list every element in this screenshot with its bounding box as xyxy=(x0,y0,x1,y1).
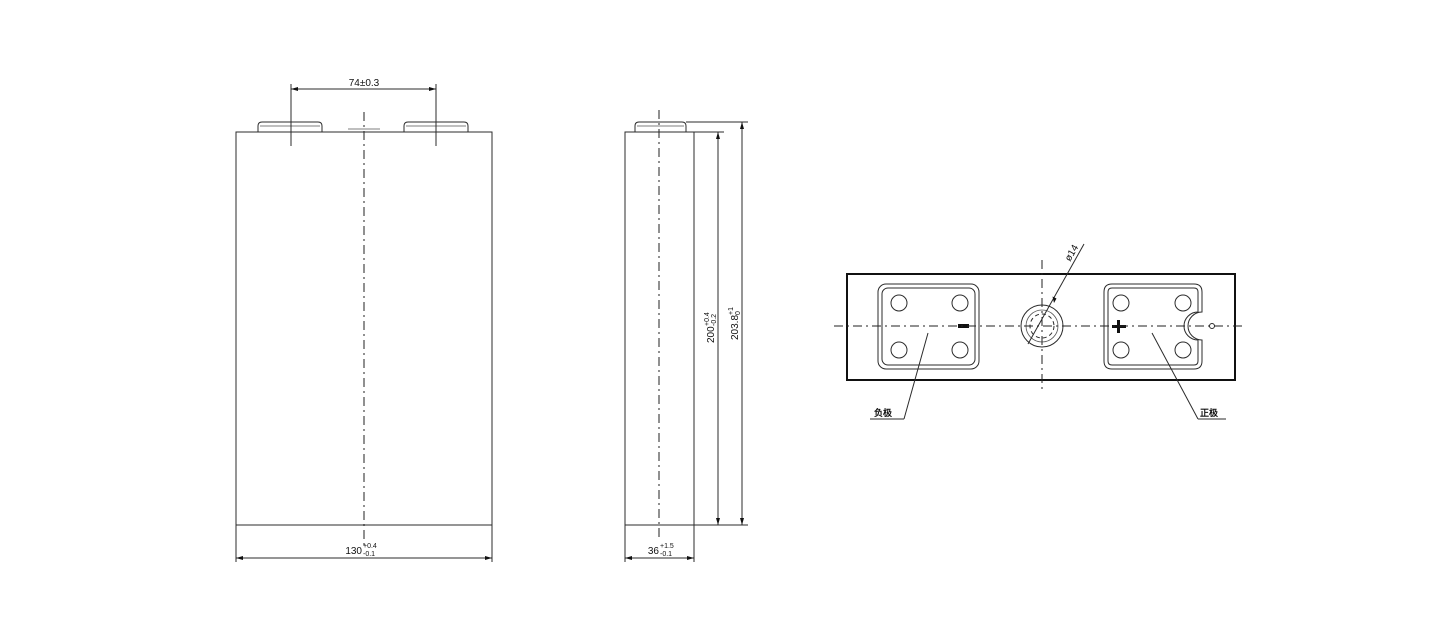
terminal-spacing-label: 74±0.3 xyxy=(349,78,380,89)
body-height-label: 200 xyxy=(706,326,717,343)
negative-label: 负极 xyxy=(874,407,893,419)
body-height-tol-upper: +0.4 xyxy=(704,312,711,326)
positive-callout: 正极 xyxy=(1151,332,1226,420)
side-terminal xyxy=(634,121,687,132)
dim-thickness: 36 +1.5 -0.1 xyxy=(624,525,695,562)
negative-callout: 负极 xyxy=(870,332,929,420)
width-label: 130 xyxy=(345,546,362,557)
vent-diameter-callout: ø14 xyxy=(1027,243,1085,345)
minus-symbol-icon xyxy=(958,324,969,328)
dim-total-height: 203.8 +1 0 xyxy=(686,121,748,526)
dim-width: 130 +0.4 -0.1 xyxy=(235,525,493,562)
body-height-tol-lower: -0.2 xyxy=(711,314,718,326)
positive-label: 正极 xyxy=(1200,407,1219,419)
width-tol-upper: +0.4 xyxy=(363,543,377,550)
front-view: 74±0.3 130 +0.4 -0.1 xyxy=(235,78,493,562)
total-height-tol-upper: +1 xyxy=(728,307,735,315)
thickness-label: 36 xyxy=(648,546,660,557)
top-outline xyxy=(846,273,1236,381)
side-view: 200 +0.4 -0.2 203.8 +1 0 36 +1.5 -0 xyxy=(624,110,748,562)
positive-hole xyxy=(1209,323,1215,329)
total-height-tol-lower: 0 xyxy=(735,311,742,315)
total-height-label: 203.8 xyxy=(730,315,741,340)
dim-body-height: 200 +0.4 -0.2 xyxy=(694,131,724,526)
front-terminal-negative xyxy=(257,121,323,132)
thickness-tol-upper: +1.5 xyxy=(660,543,674,550)
top-view: ø14 负极 正极 xyxy=(834,243,1246,420)
dim-terminal-spacing: 74±0.3 xyxy=(290,78,437,146)
thickness-tol-lower: -0.1 xyxy=(660,551,672,558)
width-tol-lower: -0.1 xyxy=(363,551,375,558)
